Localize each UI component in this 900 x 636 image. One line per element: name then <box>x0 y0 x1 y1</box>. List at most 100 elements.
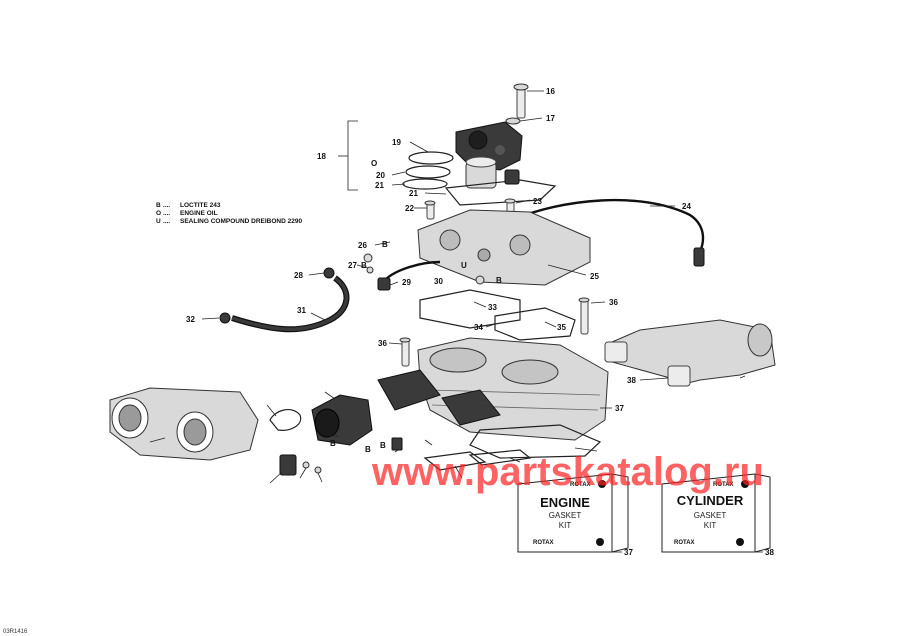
callout-14: 21 <box>375 181 384 190</box>
kit-37-logo-icon <box>598 480 606 488</box>
watermark: www.partskatalog.ru <box>371 450 764 494</box>
clamp-21-lower <box>219 312 231 324</box>
legend-symbol-u: U <box>156 218 161 225</box>
callout-37: 37 <box>624 548 633 557</box>
o-ring-16 <box>408 151 454 165</box>
kit-38-logo-icon <box>741 480 749 488</box>
legend-text-o: ENGINE OIL <box>180 210 218 217</box>
kit-37-title: ENGINE <box>540 495 590 510</box>
application-symbols: O B B U B B B B <box>330 159 502 454</box>
callout-21-lower: 32 <box>186 315 195 324</box>
bolt-8 <box>424 200 436 220</box>
legend-symbol-o: O <box>156 210 161 217</box>
kit-37-line2: KIT <box>559 521 572 530</box>
exhaust-manifold-35 <box>604 319 776 387</box>
kit-38-line1: GASKET <box>694 511 727 520</box>
bolt-3 <box>399 337 411 367</box>
kit-37-footer: ROTAX <box>533 540 554 546</box>
kit-38-brand: ROTAX <box>713 482 734 488</box>
symbol-loctite-27: B <box>365 445 371 454</box>
kit-38-footer: ROTAX <box>674 540 695 546</box>
symbol-oil: O <box>371 159 377 168</box>
gasket-24 <box>468 449 532 466</box>
temperature-sensor <box>504 169 520 185</box>
group-bracket-13 <box>347 120 358 191</box>
callout-17: 16 <box>546 87 555 96</box>
bolt-26 <box>391 437 403 451</box>
thermostat <box>465 156 497 189</box>
callout-38: 38 <box>765 548 774 557</box>
intake-adapter-22 <box>311 394 373 446</box>
callout-labels: 16 17 18 19 20 21 21 22 23 24 25 26 27 2… <box>186 87 691 413</box>
callout-11: 23 <box>533 197 542 206</box>
svg-text:....: .... <box>163 218 170 225</box>
base-gasket-1 <box>469 424 602 459</box>
callout-5: 34 <box>474 323 483 332</box>
bolt-4 <box>578 297 590 335</box>
callout-21-upper: 28 <box>294 271 303 280</box>
callout-10: 24 <box>682 202 691 211</box>
callout-8: 22 <box>405 204 414 213</box>
bolt-17 <box>513 83 529 119</box>
callout-13: 18 <box>317 152 326 161</box>
cylinder-gasket-kit-38: ROTAX CYLINDER GASKET KIT ROTAX 38 <box>661 473 774 557</box>
callout-7: 25 <box>590 272 599 281</box>
sensor-31 <box>279 454 297 476</box>
callout-6-lower: 35 <box>557 323 566 332</box>
cylinder-head-7 <box>417 209 591 286</box>
kit-37-line1: GASKET <box>549 511 582 520</box>
o-ring-14 <box>402 178 448 190</box>
screw-33 <box>314 466 322 474</box>
symbol-loctite-9: B <box>361 261 367 270</box>
fitting-9 <box>366 266 374 274</box>
callout-19: 29 <box>402 278 411 287</box>
kit-37-brand: ROTAX <box>570 482 591 488</box>
hose-19 <box>377 260 441 291</box>
svg-text:....: .... <box>163 202 170 209</box>
symbol-loctite-36b: B <box>496 276 502 285</box>
washer-18 <box>505 117 521 125</box>
gasket-23 <box>423 451 487 471</box>
head-gasket-6-right <box>494 307 576 341</box>
callout-6-upper: 33 <box>488 303 497 312</box>
reed-valves <box>377 369 501 426</box>
callout-20: 31 <box>297 306 306 315</box>
legend: B .... LOCTITE 243 O .... ENGINE OIL U .… <box>156 202 302 225</box>
callout-36-lower: 30 <box>434 277 443 286</box>
kit-38-footer-logo-icon <box>736 538 744 546</box>
legend-text-u: SEALING COMPOUND DREIBOND 2290 <box>180 218 302 225</box>
engine-gasket-kit-37: ROTAX ENGINE GASKET KIT ROTAX 37 <box>517 473 633 557</box>
legend-symbol-b: B <box>156 202 161 209</box>
callout-2: 37 <box>615 404 624 413</box>
callout-12: 21 <box>409 189 418 198</box>
cylinder-block-2 <box>417 337 609 441</box>
symbol-loctite-28: B <box>330 439 336 448</box>
callout-34: 38 <box>627 376 636 385</box>
figure-code: 03R1416 <box>3 629 28 635</box>
symbol-loctite-36: B <box>382 240 388 249</box>
washer-32 <box>302 461 310 469</box>
clamp-29 <box>269 408 302 431</box>
callout-15: 20 <box>376 171 385 180</box>
throttle-body-30 <box>109 387 259 461</box>
callout-4: 36 <box>609 298 618 307</box>
legend-text-b: LOCTITE 243 <box>180 202 221 209</box>
callout-36-upper: 26 <box>358 241 367 250</box>
fitting-36-lower <box>475 275 485 285</box>
svg-text:....: .... <box>163 210 170 217</box>
symbol-sealant: U <box>461 261 467 270</box>
o-ring-15 <box>405 165 451 179</box>
kit-37-footer-logo-icon <box>596 538 604 546</box>
head-gasket-6-left <box>419 289 521 329</box>
callout-3: 36 <box>378 339 387 348</box>
kit-38-line2: KIT <box>704 521 717 530</box>
callout-18: 17 <box>546 114 555 123</box>
clamp-21-upper <box>323 267 335 279</box>
callout-16: 19 <box>392 138 401 147</box>
symbol-loctite-26: B <box>380 441 386 450</box>
fitting-36-upper <box>363 253 373 263</box>
leader-lines <box>149 90 746 484</box>
callout-9: 27 <box>348 261 357 270</box>
kit-38-title: CYLINDER <box>677 493 744 508</box>
